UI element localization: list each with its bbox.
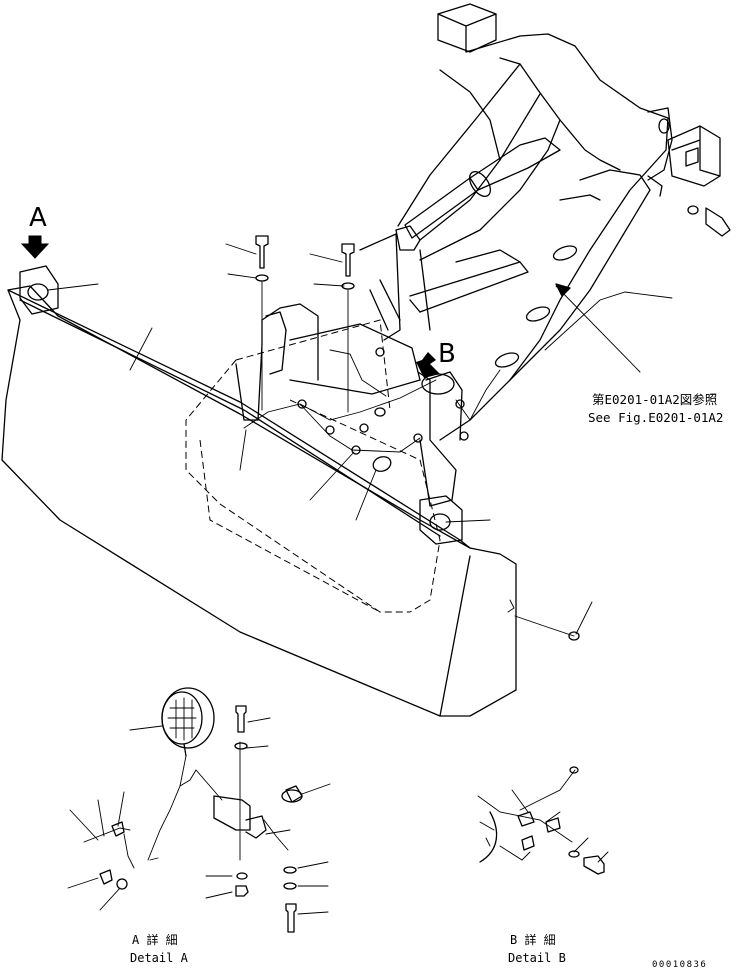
top-right-work-light bbox=[647, 125, 731, 237]
reference-text-jp: 第E0201-01A2図参照 bbox=[592, 392, 717, 407]
bolt-washer-set-upper bbox=[255, 235, 386, 417]
drawing-number: 00010836 bbox=[652, 960, 707, 970]
wire-harness bbox=[243, 347, 501, 455]
view-arrow-b bbox=[416, 352, 440, 378]
lift-arm-frame bbox=[359, 3, 673, 441]
detail-b-caption-jp: B 詳 細 bbox=[510, 932, 556, 947]
dozer-blade bbox=[1, 265, 580, 717]
part-leader-lines-upper bbox=[47, 243, 593, 635]
hidden-frame-dashed bbox=[185, 319, 441, 613]
detail-a-caption-en: Detail A bbox=[130, 951, 189, 965]
detail-a-marker: A bbox=[29, 203, 47, 233]
detail-a-lamp-assembly bbox=[67, 687, 331, 933]
detail-b-harness-clamp bbox=[477, 766, 609, 875]
reference-text-en: See Fig.E0201-01A2 bbox=[588, 410, 723, 425]
detail-a-caption-jp: A 詳 細 bbox=[132, 932, 178, 947]
view-arrow-a bbox=[20, 235, 50, 259]
center-mount-bracket bbox=[235, 303, 463, 507]
detail-b-marker: B bbox=[438, 339, 456, 369]
detail-b-caption-en: Detail B bbox=[508, 951, 566, 965]
